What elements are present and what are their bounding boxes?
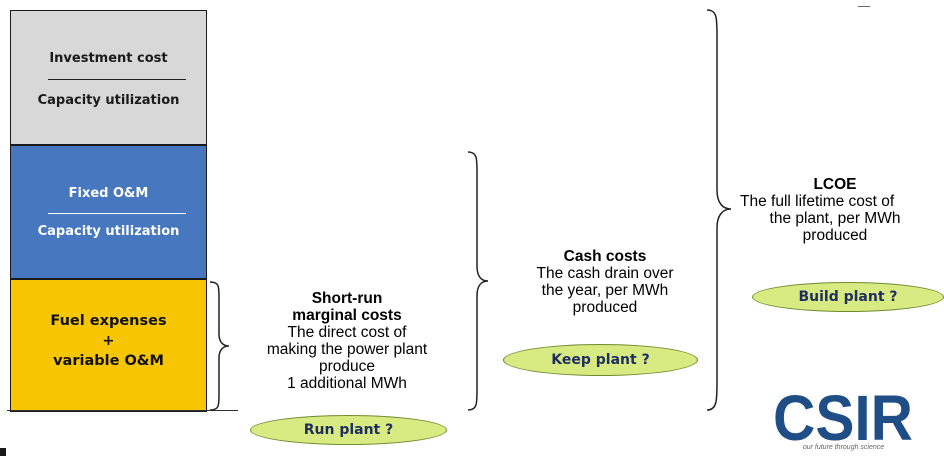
csir-logo: CSIR bbox=[773, 386, 913, 446]
short-run-title: Short-run bbox=[311, 290, 383, 307]
decorative-dash bbox=[858, 6, 870, 7]
build-plant-oval: Build plant ? bbox=[752, 282, 944, 312]
investment-cost-block: Investment cost Capacity utilization bbox=[10, 10, 207, 145]
lcoe-text: LCOE The full lifetime cost of the plant… bbox=[735, 176, 944, 244]
svg-text:CSIR: CSIR bbox=[773, 386, 913, 446]
short-run-text: Short-run marginal costs The direct cost… bbox=[232, 290, 462, 392]
cash-costs-title: Cash costs bbox=[563, 248, 647, 265]
fixed-om-block: Fixed O&M Capacity utilization bbox=[10, 145, 207, 279]
fixed-om-label: Fixed O&M bbox=[68, 186, 149, 201]
short-run-desc-1: The direct cost of bbox=[287, 324, 407, 341]
keep-plant-oval: Keep plant ? bbox=[503, 344, 698, 376]
run-plant-oval: Run plant ? bbox=[250, 415, 447, 445]
capacity-utilization-label: Capacity utilization bbox=[37, 224, 180, 239]
lcoe-desc-3: produced bbox=[802, 227, 868, 244]
corner-mark bbox=[0, 448, 6, 456]
short-run-title-line2: marginal costs bbox=[292, 307, 402, 324]
lcoe-title: LCOE bbox=[813, 176, 857, 193]
variable-om-label: variable O&M bbox=[53, 353, 164, 369]
fuel-expenses-label: Fuel expenses bbox=[50, 313, 167, 329]
cash-costs-desc-2: the year, per MWh bbox=[541, 282, 669, 299]
short-run-desc-3: produce bbox=[318, 358, 375, 375]
lcoe-brace bbox=[706, 9, 732, 411]
baseline bbox=[7, 410, 238, 411]
fuel-variable-om-block: Fuel expenses + variable O&M bbox=[10, 279, 207, 412]
cash-costs-brace bbox=[467, 151, 489, 411]
cash-costs-text: Cash costs The cash drain over the year,… bbox=[490, 248, 720, 316]
fraction-line bbox=[48, 79, 186, 80]
lcoe-desc-1: The full lifetime cost of bbox=[740, 193, 895, 210]
capacity-utilization-label: Capacity utilization bbox=[37, 93, 180, 108]
short-run-desc-4: 1 additional MWh bbox=[287, 375, 407, 392]
fraction-line bbox=[48, 213, 186, 214]
short-run-brace bbox=[209, 281, 230, 411]
cash-costs-desc-3: produced bbox=[572, 299, 638, 316]
investment-cost-label: Investment cost bbox=[49, 51, 168, 66]
short-run-desc-2: making the power plant bbox=[266, 341, 428, 358]
lcoe-desc-2: the plant, per MWh bbox=[769, 210, 901, 227]
csir-tagline: our future through science bbox=[802, 444, 885, 451]
plus-sign: + bbox=[102, 333, 115, 349]
cash-costs-desc-1: The cash drain over bbox=[536, 265, 674, 282]
